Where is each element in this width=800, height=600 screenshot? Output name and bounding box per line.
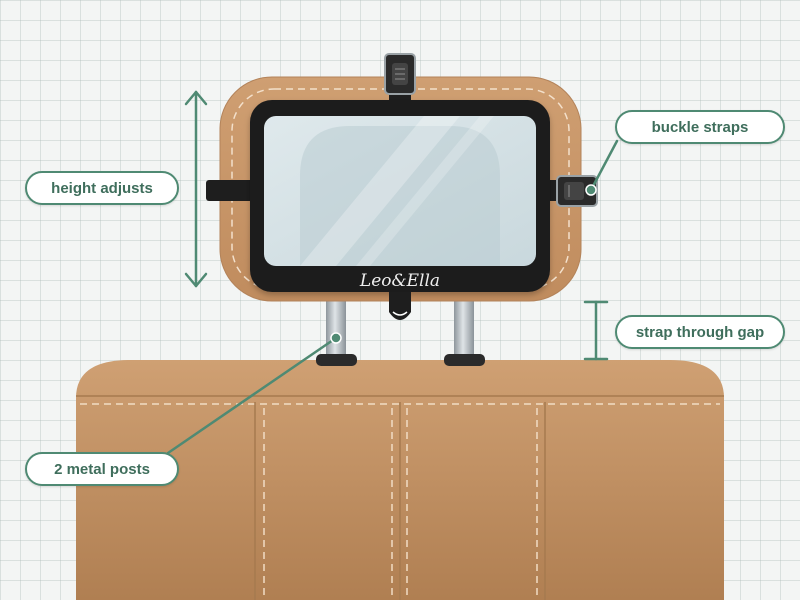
gap-indicator <box>583 300 609 361</box>
strap-left <box>206 180 254 201</box>
height-arrow <box>184 90 208 288</box>
leader-metal-posts <box>166 332 342 455</box>
callout-height-adjusts: height adjusts <box>25 171 179 205</box>
seat-back <box>76 360 724 600</box>
brand-label: Leo&Ella <box>359 271 440 291</box>
right-buckle <box>556 175 598 207</box>
mirror-glass <box>264 116 536 266</box>
bottom-tab <box>389 292 411 320</box>
top-buckle <box>384 53 416 95</box>
leader-buckle-straps <box>585 139 619 196</box>
callout-strap-through-gap: strap through gap <box>615 315 785 349</box>
callout-metal-posts: 2 metal posts <box>25 452 179 486</box>
callout-buckle-straps: buckle straps <box>615 110 785 144</box>
